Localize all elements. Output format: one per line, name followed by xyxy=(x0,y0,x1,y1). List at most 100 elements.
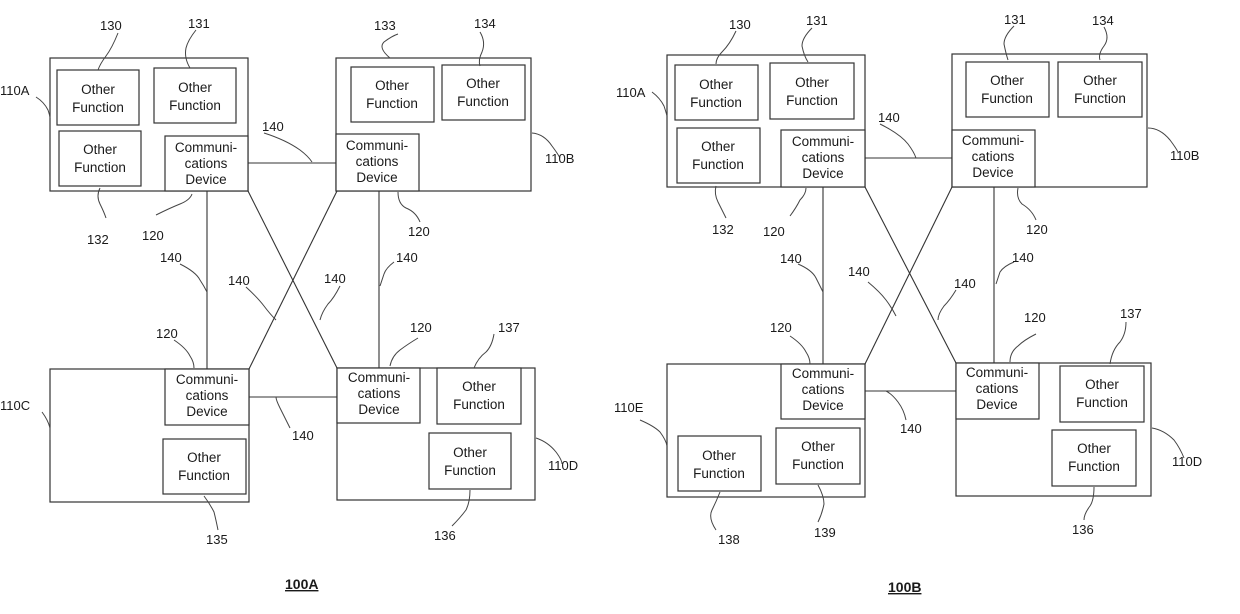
link-b-e xyxy=(865,187,952,364)
other-function-134: Other Function xyxy=(1058,62,1142,117)
box-label-line: Device xyxy=(185,172,226,187)
ref-numeral: 140 xyxy=(160,250,182,265)
ref-numeral: 110A xyxy=(616,85,646,100)
box-label-line: Other xyxy=(1077,441,1111,456)
box-label-line: cations xyxy=(186,388,229,403)
node-110d: Communi- cations Device Other Function O… xyxy=(956,363,1151,496)
box-label-line: Function xyxy=(786,93,838,108)
ref-numeral: 120 xyxy=(763,224,785,239)
box-label-line: Other xyxy=(453,445,487,460)
other-function-137: Other Function xyxy=(1060,366,1144,422)
box-label-line: cations xyxy=(356,154,399,169)
node-110a: Other Function Other Function Other Func… xyxy=(667,55,865,187)
box-label-line: Communi- xyxy=(348,370,410,385)
box-label-line: Function xyxy=(74,160,126,175)
other-function-138: Other Function xyxy=(678,436,761,491)
box-label-line: Device xyxy=(802,398,843,413)
ref-numeral: 133 xyxy=(374,18,396,33)
box-label-line: Function xyxy=(169,98,221,113)
comm-device-b: Communi- cations Device xyxy=(952,130,1035,187)
ref-numeral: 137 xyxy=(1120,306,1142,321)
other-function-131: Other Function xyxy=(770,63,854,119)
ref-numeral: 134 xyxy=(474,16,496,31)
other-function-131: Other Function xyxy=(154,68,236,123)
comm-device-a: Communi- cations Device xyxy=(781,130,865,187)
node-110c: Communi- cations Device Other Function xyxy=(50,369,249,502)
ref-numeral: 130 xyxy=(100,18,122,33)
box-label-line: Device xyxy=(802,166,843,181)
ref-numeral: 110B xyxy=(545,151,574,166)
box-label-line: Other xyxy=(1083,73,1117,88)
ref-numeral: 132 xyxy=(87,232,109,247)
ref-numeral: 110C xyxy=(0,398,30,413)
box-label-line: Other xyxy=(462,379,496,394)
ref-numeral: 136 xyxy=(1072,522,1094,537)
comm-device-c: Communi- cations Device xyxy=(165,369,249,425)
box-label-line: Communi- xyxy=(346,138,408,153)
ref-numeral: 131 xyxy=(1004,12,1026,27)
other-function-133: Other Function xyxy=(351,67,434,122)
box-label-line: Other xyxy=(990,73,1024,88)
comm-device-d: Communi- cations Device xyxy=(956,363,1039,419)
ref-numeral: 120 xyxy=(770,320,792,335)
ref-numeral: 110D xyxy=(548,458,578,473)
box-label-line: Device xyxy=(358,402,399,417)
ref-numeral: 140 xyxy=(324,271,346,286)
ref-numeral: 140 xyxy=(262,119,284,134)
box-label-line: Other xyxy=(178,80,212,95)
figure-caption: 100A xyxy=(285,576,318,592)
box-label-line: Function xyxy=(981,91,1033,106)
other-function-132: Other Function xyxy=(677,128,760,183)
box-label-line: Device xyxy=(976,397,1017,412)
box-label-line: Function xyxy=(366,96,418,111)
box-label-line: Function xyxy=(690,95,742,110)
other-function-131b: Other Function xyxy=(966,62,1049,117)
other-function-132: Other Function xyxy=(59,131,141,186)
ref-numeral: 120 xyxy=(410,320,432,335)
box-label-line: Function xyxy=(692,157,744,172)
box-label-line: Other xyxy=(466,76,500,91)
ref-numeral: 139 xyxy=(814,525,836,540)
other-function-135: Other Function xyxy=(163,439,246,494)
box-label-line: Other xyxy=(801,439,835,454)
box-label-line: Other xyxy=(1085,377,1119,392)
box-label-line: cations xyxy=(976,381,1019,396)
box-label-line: Function xyxy=(1076,395,1128,410)
ref-numeral: 131 xyxy=(188,16,210,31)
ref-numeral: 110A xyxy=(0,83,30,98)
ref-numeral: 138 xyxy=(718,532,740,547)
ref-numeral: 140 xyxy=(228,273,250,288)
box-label-line: cations xyxy=(185,156,228,171)
box-label-line: Communi- xyxy=(792,134,854,149)
ref-numeral: 140 xyxy=(900,421,922,436)
node-110a: Other Function Other Function Other Func… xyxy=(50,58,248,191)
ref-numeral: 137 xyxy=(498,320,520,335)
node-110b: Other Function Other Function Communi- c… xyxy=(952,54,1147,187)
box-label-line: Function xyxy=(453,397,505,412)
comm-device-e: Communi- cations Device xyxy=(781,364,865,419)
box-label-line: Communi- xyxy=(176,372,238,387)
box-label-line: Other xyxy=(702,448,736,463)
node-110e: Communi- cations Device Other Function O… xyxy=(667,364,865,497)
box-label-line: Communi- xyxy=(962,133,1024,148)
figure-100a: Other Function Other Function Other Func… xyxy=(0,16,578,592)
box-label-line: Device xyxy=(186,404,227,419)
ref-numeral: 120 xyxy=(408,224,430,239)
box-label-line: Function xyxy=(1074,91,1126,106)
box-label-line: Function xyxy=(178,468,230,483)
box-label-line: cations xyxy=(972,149,1015,164)
other-function-134: Other Function xyxy=(442,65,525,120)
ref-numeral: 140 xyxy=(848,264,870,279)
ref-numeral: 132 xyxy=(712,222,734,237)
ref-numeral: 135 xyxy=(206,532,228,547)
box-label-line: Function xyxy=(1068,459,1120,474)
comm-device-a: Communi- cations Device xyxy=(165,136,248,191)
ref-numeral: 140 xyxy=(954,276,976,291)
node-110b: Other Function Other Function Communi- c… xyxy=(336,58,531,191)
box-label-line: Other xyxy=(187,450,221,465)
box-label-line: Other xyxy=(375,78,409,93)
other-function-130: Other Function xyxy=(57,70,139,125)
box-label-line: Function xyxy=(457,94,509,109)
ref-numeral: 110D xyxy=(1172,454,1202,469)
box-label-line: Other xyxy=(83,142,117,157)
